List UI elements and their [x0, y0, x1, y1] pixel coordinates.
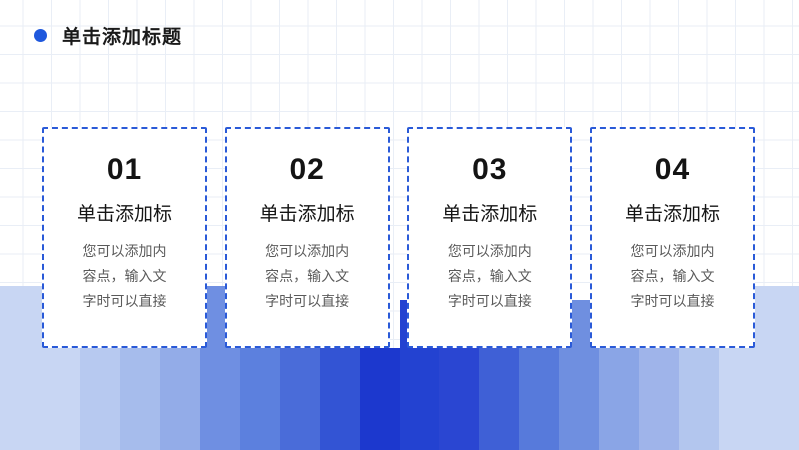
decor-bar: [359, 348, 400, 450]
decor-bar: [239, 348, 280, 450]
slide-title: 单击添加标题: [62, 27, 183, 48]
card-body-text: 您可以添加内容点，输入文字时可以直接: [630, 243, 715, 309]
decor-bar: [279, 348, 320, 450]
decor-bar: [439, 348, 480, 450]
card-subtitle: 单击添加标: [259, 204, 355, 225]
decor-bar: [599, 348, 640, 450]
card-2[interactable]: 02 单击添加标 您可以添加内容点，输入文字时可以直接: [224, 127, 390, 348]
decor-bar: [119, 348, 160, 450]
card-number: 04: [654, 153, 691, 186]
decor-bar: [479, 348, 520, 450]
card-3[interactable]: 03 单击添加标 您可以添加内容点，输入文字时可以直接: [407, 127, 573, 348]
card-subtitle: 单击添加标: [76, 204, 172, 225]
card-1[interactable]: 01 单击添加标 您可以添加内容点，输入文字时可以直接: [42, 127, 207, 348]
card-subtitle: 单击添加标: [624, 204, 720, 225]
card-body-text: 您可以添加内容点，输入文字时可以直接: [82, 243, 167, 309]
title-bullet-icon: [34, 29, 47, 42]
decor-bar: [159, 348, 200, 450]
decor-bar: [759, 286, 799, 450]
card-4[interactable]: 04 单击添加标 您可以添加内容点，输入文字时可以直接: [589, 127, 755, 348]
card-body-text: 您可以添加内容点，输入文字时可以直接: [447, 243, 532, 309]
card-body-text: 您可以添加内容点，输入文字时可以直接: [265, 243, 350, 309]
decor-bar: [0, 286, 40, 450]
decor-bar: [319, 348, 360, 450]
card-number: 02: [289, 153, 325, 186]
decor-bar: [639, 348, 680, 450]
card-number: 01: [106, 153, 143, 186]
card-number: 03: [472, 153, 508, 186]
card-subtitle: 单击添加标: [442, 204, 538, 225]
card-row: 01 单击添加标 您可以添加内容点，输入文字时可以直接 02 单击添加标 您可以…: [42, 127, 755, 348]
decor-bar: [519, 348, 560, 450]
slide-header[interactable]: 单击添加标题: [34, 22, 182, 49]
